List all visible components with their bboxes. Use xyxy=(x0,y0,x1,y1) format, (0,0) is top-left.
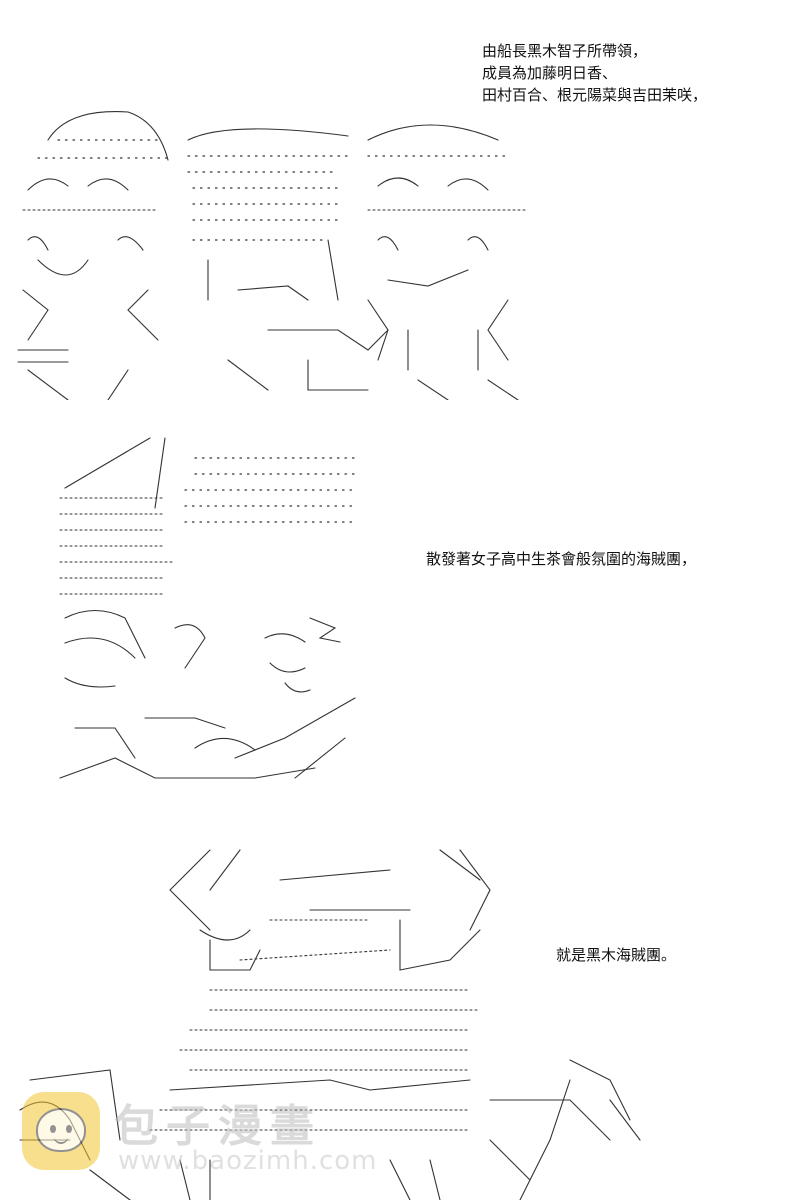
site-watermark: 包子漫畫 www.baozimh.com xyxy=(22,1088,377,1184)
caption-line: 田村百合、根元陽菜與吉田茉咲， xyxy=(482,86,708,104)
bun-mascot-face xyxy=(36,1108,86,1152)
watermark-title: 包子漫畫 xyxy=(114,1101,322,1152)
bun-mascot-icon xyxy=(22,1092,100,1170)
caption-line: 由船長黑木智子所帶領， xyxy=(482,42,648,60)
caption-line: 就是黑木海賊團。 xyxy=(556,946,677,964)
sleeping-character-drawing xyxy=(59,437,356,779)
mascot-eye xyxy=(66,1125,72,1133)
crew-emblem-drawing xyxy=(19,849,641,1200)
narration-caption-3: 就是黑木海賊團。 xyxy=(556,944,676,966)
ascii-art-sleeping-character xyxy=(55,428,375,800)
mascot-mouth xyxy=(54,1135,68,1144)
crew-group-drawing xyxy=(17,111,529,400)
narration-caption-2: 散發著女子高中生茶會般氛圍的海賊團， xyxy=(426,548,696,570)
ascii-art-crew-group xyxy=(8,100,538,400)
caption-line: 散發著女子高中生茶會般氛圍的海賊團， xyxy=(426,550,697,568)
watermark-url: www.baozimh.com xyxy=(118,1146,378,1176)
mascot-eye xyxy=(50,1125,56,1133)
caption-line: 成員為加藤明日香、 xyxy=(482,64,618,82)
narration-caption-1: 由船長黑木智子所帶領， 成員為加藤明日香、 田村百合、根元陽菜與吉田茉咲， xyxy=(482,40,707,106)
ascii-art-crew-emblem xyxy=(10,840,650,1200)
